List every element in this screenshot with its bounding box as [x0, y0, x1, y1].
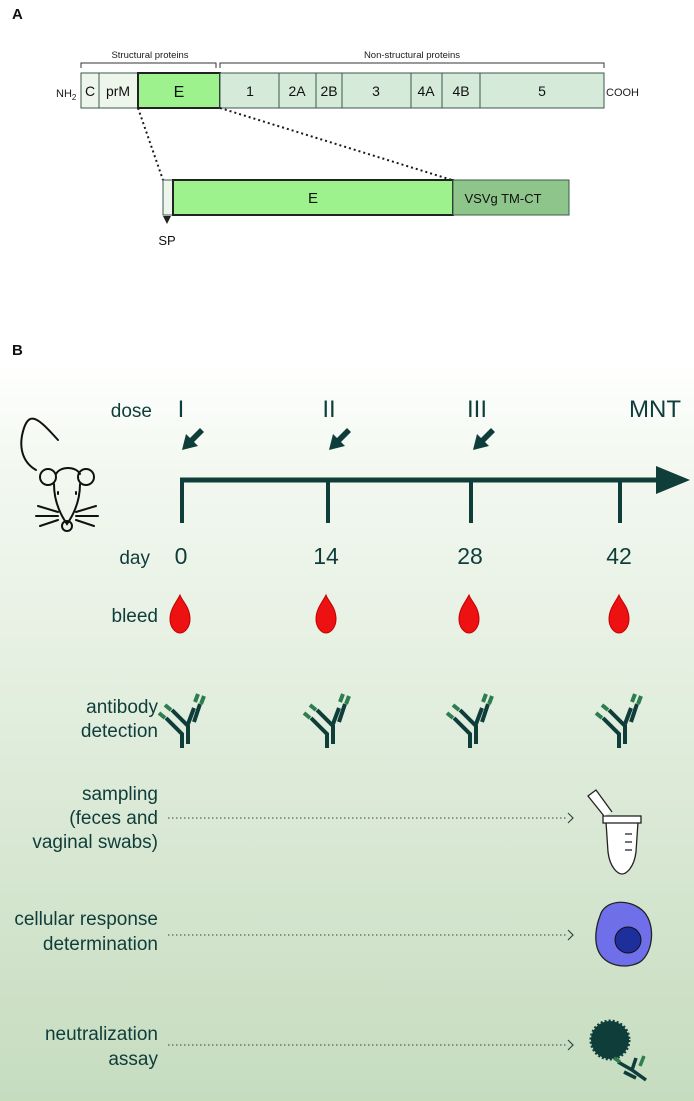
- right-connector: [219, 107, 453, 181]
- segment-3-label: 3: [372, 83, 380, 99]
- timeline-arrowhead-icon: [656, 466, 690, 494]
- sp-box: [162, 179, 174, 216]
- cellular-label-1: cellular response: [14, 909, 158, 930]
- bleed-label: bleed: [112, 606, 159, 627]
- panel-a-letter: A: [12, 6, 23, 23]
- sp-label: SP: [158, 233, 175, 248]
- panel-b-background: [0, 362, 694, 1101]
- dose-label: dose: [111, 401, 152, 422]
- mouse-icon: [20, 417, 99, 532]
- tmct-box: [452, 179, 570, 216]
- panel-b-letter: B: [12, 342, 23, 359]
- sampling-label-3: vaginal swabs): [32, 832, 158, 853]
- cell-icon: [595, 901, 653, 967]
- cellular-label-2: determination: [43, 934, 158, 955]
- construct: [162, 179, 570, 224]
- cellular-arrow-icon: [567, 929, 574, 941]
- sampling-arrow-icon: [567, 812, 574, 824]
- sample-tube-icon: [587, 789, 642, 875]
- segment-1-label: 1: [246, 83, 254, 99]
- structural-proteins-label: Structural proteins: [111, 50, 188, 61]
- segment-prm-box: [98, 72, 139, 109]
- nonstructural-proteins-label: Non-structural proteins: [364, 50, 460, 61]
- segment-2b-label: 2B: [320, 83, 337, 99]
- day-0: 0: [175, 543, 188, 569]
- sampling-label-2: (feces and: [69, 808, 158, 829]
- antibody-label-2: detection: [81, 721, 158, 742]
- tmct-label: VSVg TM-CT: [464, 191, 541, 206]
- day-42: 42: [606, 543, 632, 569]
- construct-e-label: E: [308, 190, 318, 207]
- dose-ii: II: [322, 396, 335, 423]
- virus-antibody-icon: [589, 1019, 648, 1082]
- antibody-label-1: antibody: [86, 697, 158, 718]
- nh2-terminus: NH2: [56, 88, 77, 102]
- segment-1-box: [219, 72, 280, 109]
- left-connector: [137, 107, 164, 181]
- neut-label-2: assay: [108, 1049, 158, 1070]
- sampling-label-1: sampling: [82, 784, 158, 805]
- segment-4b-label: 4B: [452, 83, 469, 99]
- segment-4a-label: 4A: [417, 83, 435, 99]
- dose-i: I: [178, 396, 185, 423]
- neut-label-1: neutralization: [45, 1024, 158, 1045]
- structural-bracket: [80, 62, 217, 68]
- segment-4b-box: [441, 72, 481, 109]
- dose-iii: III: [467, 396, 487, 423]
- day-label: day: [119, 548, 150, 569]
- segment-2b-box: [315, 72, 343, 109]
- sp-pointer-icon: [163, 216, 171, 224]
- segment-prm-label: prM: [106, 83, 130, 99]
- neut-arrow-icon: [567, 1039, 574, 1051]
- segment-2a-box: [278, 72, 317, 109]
- segment-3-box: [341, 72, 412, 109]
- segment-e-label: E: [174, 84, 185, 101]
- day-14: 14: [313, 543, 339, 569]
- day-28: 28: [457, 543, 483, 569]
- nonstructural-bracket: [219, 62, 605, 68]
- segment-5-box: [479, 72, 605, 109]
- segment-c-label: C: [85, 83, 95, 99]
- polyprotein: [80, 72, 605, 109]
- construct-e-box: [172, 179, 454, 216]
- timeline: [180, 466, 690, 523]
- segment-2a-label: 2A: [288, 83, 306, 99]
- segment-5-label: 5: [538, 83, 546, 99]
- mnt-label: MNT: [629, 396, 681, 423]
- segment-e-box: [137, 72, 221, 109]
- cooh-terminus: COOH: [606, 87, 639, 99]
